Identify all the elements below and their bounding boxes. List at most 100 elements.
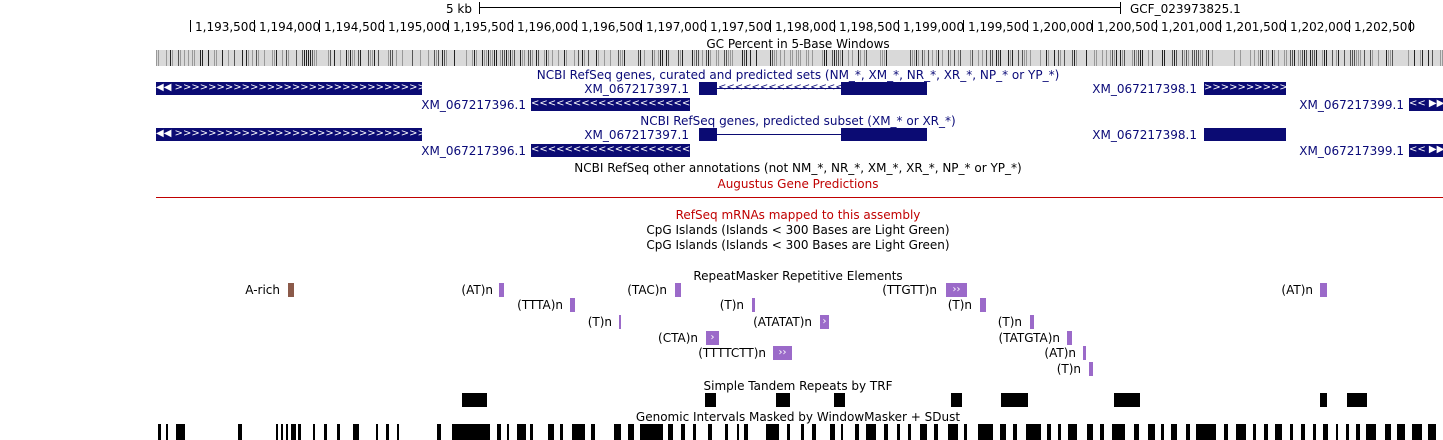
windowmasker-block[interactable]	[628, 424, 634, 440]
windowmasker-block[interactable]	[708, 424, 712, 440]
windowmasker-block[interactable]	[176, 424, 185, 440]
gene-label-xm-067217397[interactable]: XM_067217397.1	[584, 128, 689, 142]
repeat-label-at[interactable]: (AT)n	[1044, 346, 1076, 360]
gene-label-xm-067217398[interactable]: XM_067217398.1	[1092, 128, 1197, 142]
repeat-label-at[interactable]: (AT)n	[1281, 283, 1313, 297]
windowmasker-block[interactable]	[281, 424, 283, 440]
windowmasker-block[interactable]	[276, 424, 278, 440]
gc-percent-track[interactable]	[156, 50, 1443, 66]
windowmasker-block[interactable]	[437, 424, 441, 440]
windowmasker-block[interactable]	[1346, 424, 1349, 440]
windowmasker-block[interactable]	[1385, 424, 1391, 440]
gene-label-xm-067217396[interactable]: XM_067217396.1	[421, 98, 526, 112]
windowmasker-block[interactable]	[298, 424, 301, 440]
windowmasker-block[interactable]	[1026, 424, 1041, 440]
windowmasker-block[interactable]	[1313, 424, 1316, 440]
windowmasker-block[interactable]	[1301, 424, 1305, 440]
gene-exon[interactable]	[699, 82, 717, 95]
windowmasker-block[interactable]	[353, 424, 359, 440]
windowmasker-block[interactable]	[920, 424, 927, 440]
windowmasker-block[interactable]	[1161, 424, 1164, 440]
windowmasker-block[interactable]	[158, 424, 161, 440]
windowmasker-block[interactable]	[1148, 424, 1155, 440]
repeat-block[interactable]: ››	[946, 283, 967, 297]
windowmasker-block[interactable]	[737, 424, 739, 440]
repeat-label-t[interactable]: (T)n	[719, 298, 744, 312]
windowmasker-block[interactable]	[386, 424, 389, 440]
windowmasker-block[interactable]	[668, 424, 673, 440]
windowmasker-block[interactable]	[1366, 424, 1376, 440]
repeat-label-t[interactable]: (T)n	[997, 315, 1022, 329]
windowmasker-block[interactable]	[397, 424, 399, 440]
windowmasker-block[interactable]	[1196, 424, 1216, 440]
repeat-label-tac[interactable]: (TAC)n	[627, 283, 667, 297]
windowmasker-block[interactable]	[897, 424, 900, 440]
windowmasker-block[interactable]	[1428, 424, 1436, 440]
windowmasker-block[interactable]	[1356, 424, 1360, 440]
windowmasker-block[interactable]	[1253, 424, 1256, 440]
repeat-block[interactable]: ›	[820, 315, 829, 329]
repeat-block[interactable]	[1067, 331, 1072, 345]
windowmasker-block[interactable]	[614, 424, 621, 440]
windowmasker-block[interactable]	[841, 424, 843, 440]
windowmasker-block[interactable]	[1323, 424, 1328, 440]
gene-block-left[interactable]: ◀◀ >>>>>>>>>>>>>>>>>>>>>>>>>>>>>>>>>>>>>…	[156, 128, 422, 141]
gene-label-xm-067217396[interactable]: XM_067217396.1	[421, 144, 526, 158]
windowmasker-block[interactable]	[1000, 424, 1006, 440]
repeat-label-t[interactable]: (T)n	[947, 298, 972, 312]
windowmasker-block[interactable]	[693, 424, 696, 440]
windowmasker-block[interactable]	[291, 424, 296, 440]
repeat-label-a-rich[interactable]: A-rich	[245, 283, 280, 297]
augustus-track-line[interactable]	[156, 197, 1443, 198]
repeat-label-tatgta[interactable]: (TATGTA)n	[998, 331, 1060, 345]
trf-block[interactable]	[1347, 393, 1367, 407]
repeat-block[interactable]	[752, 298, 755, 312]
windowmasker-block[interactable]	[766, 424, 779, 440]
windowmasker-block[interactable]	[1087, 424, 1093, 440]
windowmasker-block[interactable]	[497, 424, 501, 440]
trf-block[interactable]	[834, 393, 845, 407]
trf-block[interactable]	[951, 393, 962, 407]
windowmasker-block[interactable]	[572, 424, 585, 440]
windowmasker-block[interactable]	[830, 424, 835, 440]
windowmasker-block[interactable]	[978, 424, 993, 440]
repeat-block[interactable]	[570, 298, 575, 312]
gene-block-xm-067217398[interactable]	[1204, 128, 1286, 141]
windowmasker-block[interactable]	[1264, 424, 1268, 440]
gene-label-xm-067217398[interactable]: XM_067217398.1	[1092, 82, 1197, 96]
windowmasker-block[interactable]	[964, 424, 967, 440]
windowmasker-block[interactable]	[1336, 424, 1338, 440]
windowmasker-block[interactable]	[507, 424, 509, 440]
repeat-label-atatat[interactable]: (ATATAT)n	[753, 315, 812, 329]
windowmasker-block[interactable]	[725, 424, 728, 440]
trf-block[interactable]	[1320, 393, 1327, 407]
windowmasker-block[interactable]	[1068, 424, 1077, 440]
windowmasker-block[interactable]	[908, 424, 911, 440]
windowmasker-block[interactable]	[1013, 424, 1017, 440]
repeat-label-ttttctt[interactable]: (TTTTCTT)n	[698, 346, 766, 360]
windowmasker-block[interactable]	[591, 424, 595, 440]
gene-block-xm-067217399[interactable]: << ▶▶	[1409, 98, 1443, 111]
trf-block[interactable]	[1114, 393, 1140, 407]
repeat-block[interactable]: ›	[706, 331, 719, 345]
trf-block[interactable]	[462, 393, 487, 407]
repeat-label-t[interactable]: (T)n	[1056, 362, 1081, 376]
windowmasker-block[interactable]	[452, 424, 490, 440]
windowmasker-block[interactable]	[1275, 424, 1282, 440]
repeat-label-t[interactable]: (T)n	[587, 315, 612, 329]
gene-exon[interactable]	[699, 128, 717, 141]
gene-block-xm-067217398[interactable]: >>>>>>>>>>>>>>>>	[1204, 82, 1286, 95]
trf-block[interactable]	[776, 393, 790, 407]
windowmasker-block[interactable]	[517, 424, 526, 440]
repeat-block[interactable]	[1320, 283, 1327, 297]
gene-label-xm-067217397[interactable]: XM_067217397.1	[584, 82, 689, 96]
gene-block-left[interactable]: ◀◀ >>>>>>>>>>>>>>>>>>>>>>>>>>>>>>>>>>>>>…	[156, 82, 422, 95]
gene-block-xm-067217399[interactable]: << ▶▶	[1409, 144, 1443, 157]
windowmasker-block[interactable]	[337, 424, 340, 440]
repeat-label-ttgtt[interactable]: (TTGTT)n	[882, 283, 937, 297]
windowmasker-block[interactable]	[1412, 424, 1422, 440]
windowmasker-block[interactable]	[1058, 424, 1061, 440]
gene-exon[interactable]	[841, 128, 927, 141]
windowmasker-block[interactable]	[744, 424, 748, 440]
windowmasker-block[interactable]	[681, 424, 685, 440]
